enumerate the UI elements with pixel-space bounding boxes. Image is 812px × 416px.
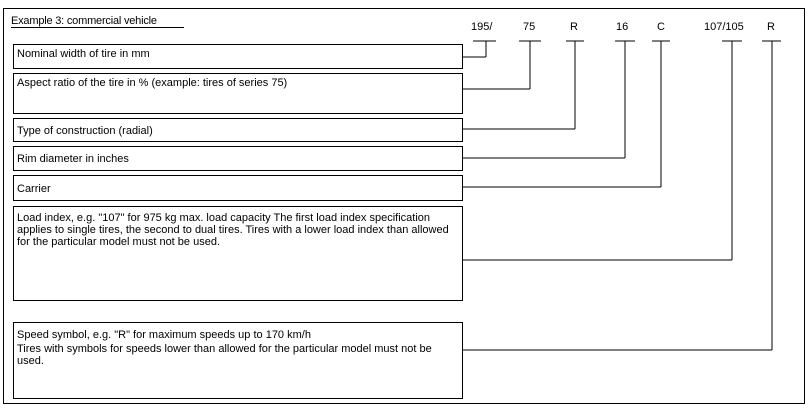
box-rim-diameter: Rim diameter in inches — [13, 146, 463, 171]
code-load-index: 107/105 — [704, 21, 744, 33]
box-carrier-text: Carrier — [17, 183, 51, 195]
code-construction: R — [570, 21, 578, 33]
box-construction-text: Type of construction (radial) — [17, 125, 153, 137]
code-width: 195/ — [471, 21, 493, 33]
box-rim-diameter-text: Rim diameter in inches — [17, 153, 129, 165]
box-nominal-width: Nominal width of tire in mm — [13, 44, 463, 69]
box-aspect-ratio-text: Aspect ratio of the tire in % (example: … — [17, 77, 288, 89]
box-load-index: Load index, e.g. "107" for 975 kg max. l… — [13, 206, 463, 301]
code-aspect-ratio: 75 — [523, 21, 536, 33]
box-speed-symbol: Speed symbol, e.g. "R" for maximum speed… — [13, 322, 463, 399]
diagram-title: Example 3: commercial vehicle — [11, 15, 157, 27]
code-rim-diameter: 16 — [616, 21, 629, 33]
title-underline — [11, 27, 184, 28]
box-construction: Type of construction (radial) — [13, 118, 463, 142]
code-carrier: C — [657, 21, 665, 33]
box-load-index-text: Load index, e.g. "107" for 975 kg max. l… — [17, 212, 449, 248]
box-nominal-width-text: Nominal width of tire in mm — [17, 48, 150, 60]
box-carrier: Carrier — [13, 175, 463, 201]
box-speed-symbol-line1: Speed symbol, e.g. "R" for maximum speed… — [17, 329, 311, 341]
box-speed-symbol-line2: Tires with symbols for speeds lower than… — [17, 343, 432, 367]
code-speed-symbol: R — [767, 21, 775, 33]
box-aspect-ratio: Aspect ratio of the tire in % (example: … — [13, 73, 463, 114]
diagram-frame — [3, 8, 805, 404]
